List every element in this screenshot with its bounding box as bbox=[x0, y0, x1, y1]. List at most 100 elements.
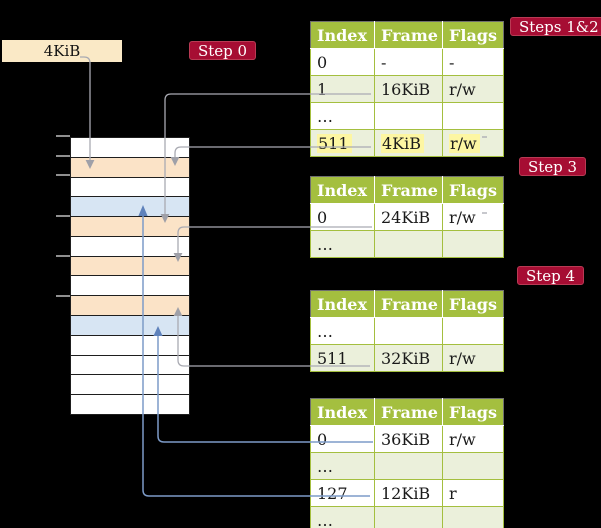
column-header: Frame bbox=[374, 176, 443, 204]
column-header: Index bbox=[310, 398, 375, 426]
column-header: Index bbox=[310, 21, 375, 49]
table-cell: 16KiB bbox=[374, 75, 443, 103]
table-cell: 12KiB bbox=[374, 479, 443, 507]
table-row: 511 4KiB r/w bbox=[310, 129, 504, 157]
column-header: Flags bbox=[442, 398, 504, 426]
table-cell: … bbox=[310, 317, 375, 345]
address-tick bbox=[56, 155, 70, 157]
badge-step-3: Step 3 bbox=[519, 157, 587, 176]
table-cell: 0 bbox=[310, 203, 375, 231]
table-cell bbox=[442, 506, 504, 528]
table-cell bbox=[374, 317, 443, 345]
column-header: Flags bbox=[442, 290, 504, 318]
badge-step-0: Step 0 bbox=[189, 41, 257, 60]
memory-row-orange bbox=[71, 296, 189, 317]
root-frame-box: 4KiB bbox=[2, 40, 122, 62]
memory-row-blue bbox=[71, 197, 189, 218]
table-cell: r/w bbox=[442, 344, 504, 372]
table-cell: - bbox=[374, 48, 443, 76]
memory-row-orange bbox=[71, 157, 189, 178]
memory-row-white bbox=[71, 355, 189, 376]
highlighted-value: r/w bbox=[449, 133, 480, 153]
table-cell: … bbox=[310, 452, 375, 480]
memory-row-white bbox=[71, 276, 189, 297]
memory-row-white bbox=[71, 236, 189, 257]
badge-steps-1-2: Steps 1&2 bbox=[510, 17, 601, 36]
table-cell bbox=[374, 506, 443, 528]
table-cell: 24KiB bbox=[374, 203, 443, 231]
memory-row-blue bbox=[71, 316, 189, 336]
badge-step-4-label: Step 4 bbox=[526, 266, 576, 285]
table-cell bbox=[442, 452, 504, 480]
column-header: Flags bbox=[442, 21, 504, 49]
memory-row-orange bbox=[71, 217, 189, 237]
table-cell: 0 bbox=[310, 425, 375, 453]
table-row: … bbox=[310, 317, 504, 345]
table-cell: 32KiB bbox=[374, 344, 443, 372]
table-cell: 36KiB bbox=[374, 425, 443, 453]
table-cell: 511 bbox=[310, 129, 375, 157]
table-cell bbox=[374, 102, 443, 130]
table-cell: 511 bbox=[310, 344, 375, 372]
badge-steps-1-2-label: Steps 1&2 bbox=[519, 17, 599, 36]
memory-row-white bbox=[71, 335, 189, 356]
highlighted-value: 4KiB bbox=[381, 133, 425, 153]
address-tick bbox=[56, 215, 70, 217]
column-header: Index bbox=[310, 290, 375, 318]
table-row: … bbox=[310, 102, 504, 130]
table-cell: … bbox=[310, 102, 375, 130]
address-tick bbox=[56, 135, 70, 137]
table-cell: r bbox=[442, 479, 504, 507]
badge-step-0-label: Step 0 bbox=[198, 41, 248, 60]
column-header: Frame bbox=[374, 398, 443, 426]
root-frame-label: 4KiB bbox=[43, 42, 81, 60]
table-cell bbox=[442, 317, 504, 345]
table-cell: 0 bbox=[310, 48, 375, 76]
table-cell bbox=[442, 230, 504, 258]
column-header: Index bbox=[310, 176, 375, 204]
memory-column bbox=[70, 137, 190, 415]
memory-row-white bbox=[71, 138, 189, 158]
table-cell: 127 bbox=[310, 479, 375, 507]
column-header: Frame bbox=[374, 21, 443, 49]
column-header: Frame bbox=[374, 290, 443, 318]
table-cell: 4KiB bbox=[374, 129, 443, 157]
memory-row-white bbox=[71, 395, 189, 414]
highlighted-value: 511 bbox=[317, 133, 352, 153]
table-cell: … bbox=[310, 506, 375, 528]
address-tick bbox=[56, 295, 70, 297]
column-header: Flags bbox=[442, 176, 504, 204]
badge-step-4: Step 4 bbox=[517, 266, 585, 285]
table-row: … bbox=[310, 452, 504, 480]
table-row: … bbox=[310, 230, 504, 258]
table-cell bbox=[374, 230, 443, 258]
badge-step-3-label: Step 3 bbox=[528, 157, 578, 176]
memory-row-white bbox=[71, 177, 189, 198]
table-cell: r/w bbox=[442, 203, 504, 231]
address-tick bbox=[56, 174, 70, 176]
table-cell bbox=[442, 102, 504, 130]
memory-row-white bbox=[71, 375, 189, 396]
memory-row-orange bbox=[71, 256, 189, 277]
table-cell: - bbox=[442, 48, 504, 76]
table-cell bbox=[374, 452, 443, 480]
table-row: … bbox=[310, 506, 504, 528]
table-row: 0-- bbox=[310, 48, 504, 76]
table-cell: … bbox=[310, 230, 375, 258]
table-cell: r/w bbox=[442, 75, 504, 103]
table-cell: r/w bbox=[442, 425, 504, 453]
